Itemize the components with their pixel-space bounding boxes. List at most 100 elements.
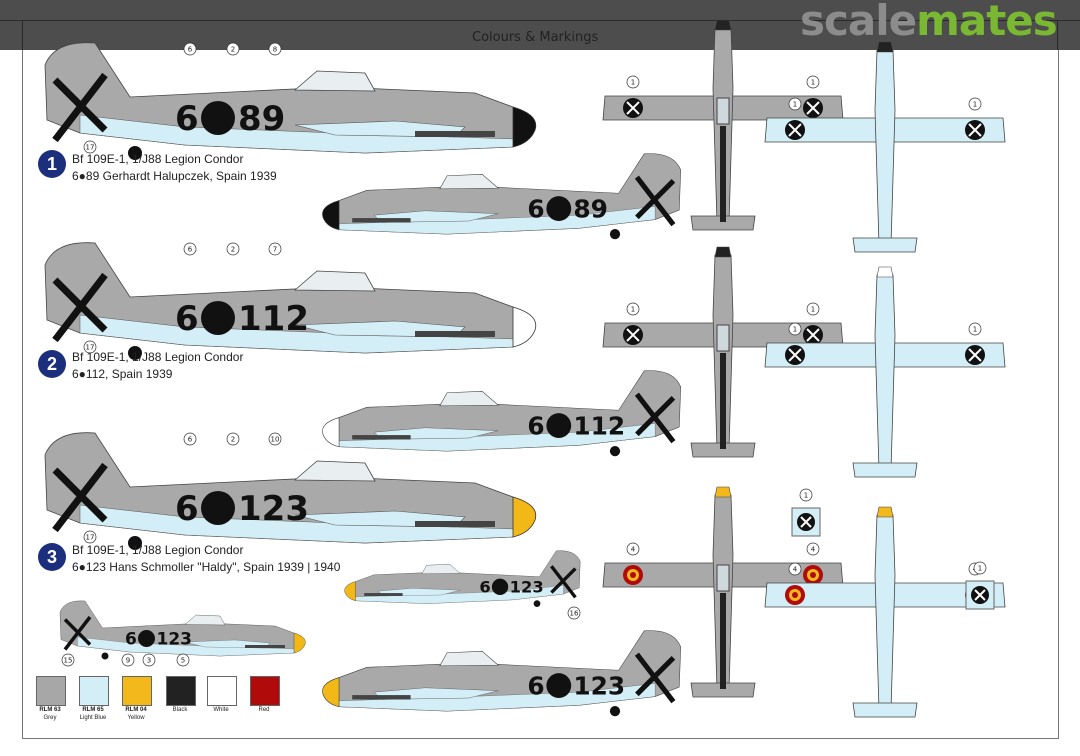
watermark-logo: scalemates: [800, 0, 1058, 45]
callout-circle: [968, 97, 982, 111]
frame-edge: [1057, 20, 1058, 50]
exhaust-panel: [364, 593, 403, 596]
canopy: [421, 564, 461, 575]
callout-circle: [806, 75, 820, 89]
callout-circle: [176, 653, 190, 667]
tail-x-marking: [634, 392, 676, 444]
callout-number: 1: [811, 79, 815, 87]
spinner: [876, 41, 894, 53]
swatch-label: Red: [258, 707, 270, 713]
callout-number: 6: [188, 46, 193, 54]
callout-circle: [183, 42, 197, 56]
callout-number: 17: [86, 344, 95, 352]
roundel-center: [810, 572, 816, 578]
code-disc: [201, 301, 235, 335]
callout-number: 1: [973, 326, 977, 334]
callout-number: 6: [188, 436, 193, 444]
code-suffix: 89: [573, 194, 608, 223]
code-disc: [546, 413, 572, 438]
code-prefix: 6: [125, 630, 137, 650]
callout-circle: [973, 561, 987, 575]
sheet-title: Colours & Markings: [472, 30, 599, 45]
code-disc: [546, 673, 572, 698]
roundel-center: [792, 592, 798, 598]
canopy: [716, 324, 730, 352]
scheme-3-type: Bf 109E-1, 1/J88 Legion Condor: [72, 543, 244, 557]
spinner: [512, 306, 537, 348]
canopy: [439, 390, 499, 407]
header-bar: [0, 0, 1080, 50]
swatch-red: [250, 676, 280, 706]
fin-marking: 1: [791, 488, 821, 537]
spinner: [322, 200, 340, 231]
tail-x-marking: [52, 72, 108, 143]
roundel-x: [806, 101, 820, 115]
callout-circle: [788, 97, 802, 111]
code-prefix: 6: [175, 489, 199, 529]
spine-stripe: [720, 126, 726, 222]
spinner: [322, 677, 340, 708]
callout-number: 1: [804, 492, 808, 500]
bottom-view: 44: [764, 506, 1006, 718]
swatch-light-blue: [79, 676, 109, 706]
callout-circle: [626, 302, 640, 316]
code-prefix: 6: [175, 299, 199, 339]
tail-x-marking: [52, 462, 108, 533]
callout-circle: [788, 562, 802, 576]
callout-circle: [567, 606, 581, 620]
roundel-x: [968, 348, 982, 362]
code-prefix: 6: [527, 194, 544, 223]
scheme-1-badge: 1: [38, 150, 66, 178]
code-suffix: 123: [157, 630, 193, 650]
swatch-label: Black: [172, 707, 188, 713]
code-disc: [546, 196, 572, 221]
code-suffix: 123: [510, 578, 544, 597]
fuselage: [874, 274, 896, 471]
exhaust-panel: [352, 218, 411, 223]
callout-number: 17: [86, 144, 95, 152]
tailwheel: [533, 600, 541, 607]
canopy: [716, 564, 730, 592]
code-suffix: 123: [238, 489, 309, 529]
tailwheel: [609, 229, 621, 240]
swatch-white: [207, 676, 237, 706]
callout-circle: [83, 530, 97, 544]
roundel-x: [788, 123, 802, 137]
callout-circle: [183, 432, 197, 446]
tailwheel: [128, 346, 142, 360]
callout-circle: [83, 140, 97, 154]
roundel-x: [626, 328, 640, 342]
spinner: [876, 506, 894, 518]
tailwheel: [101, 652, 109, 660]
tailplane: [852, 462, 918, 478]
callout-number: 4: [631, 546, 636, 554]
tail-x-marking: [550, 565, 577, 599]
spinner: [714, 246, 732, 258]
callout-number: 2: [231, 46, 235, 54]
callout-circle: [968, 322, 982, 336]
callout-number: 1: [631, 306, 635, 314]
canopy: [439, 173, 499, 190]
callout-number: 17: [86, 534, 95, 542]
callout-number: 1: [793, 101, 797, 109]
code-suffix: 123: [573, 671, 625, 700]
side-profile: 6 123: [59, 600, 306, 660]
callout-circle: [806, 302, 820, 316]
tailwheel: [609, 446, 621, 457]
code-prefix: 6: [527, 411, 544, 440]
tailplane: [852, 702, 918, 718]
roundel-x: [968, 123, 982, 137]
spine-stripe: [720, 353, 726, 449]
